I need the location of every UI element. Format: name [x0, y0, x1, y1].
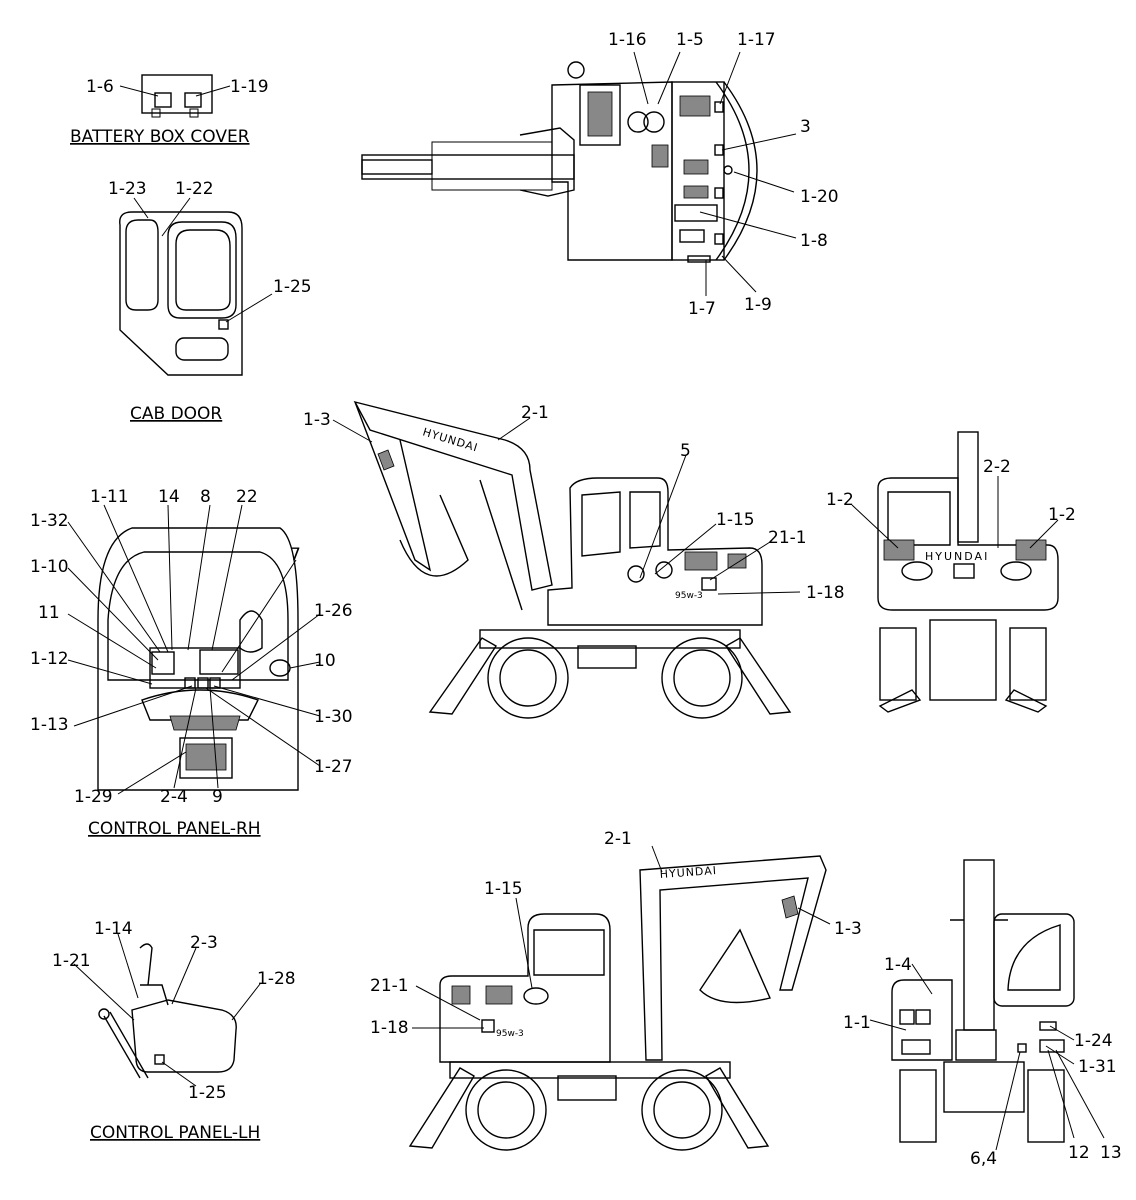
callout: 7	[290, 545, 301, 565]
callout: 2-4	[160, 787, 188, 807]
front-view: 1-4 1-1 1-24 1-31 6,4 12 13	[843, 859, 1122, 1169]
battery-box-cover-view: 1-6 1-19 BATTERY BOX COVER	[70, 74, 269, 147]
cab-door-view: 1-23 1-22 1-25 CAB DOOR	[108, 179, 312, 424]
side-view-left: HYUNDAI 95w-3 2-1 1-15 1-3 21-1 1-18	[370, 829, 862, 1151]
callout: 21-1	[768, 528, 807, 548]
callout: 8	[200, 487, 211, 507]
rear-view: HYUNDAI 1-2 2-2 1-2	[826, 431, 1076, 713]
callout: 1-17	[737, 30, 776, 50]
callout: 14	[158, 487, 180, 507]
callout: 1-19	[230, 77, 269, 97]
callout: 1-18	[370, 1018, 409, 1038]
callout: 1-3	[834, 919, 862, 939]
model-badge: 95w-3	[675, 591, 703, 601]
callout: 1-28	[257, 969, 296, 989]
control-panel-rh-view: 1-32 1-11 14 8 22 1-10 7 11 1-26 1-12 10…	[30, 487, 353, 839]
callout: 1-12	[30, 649, 69, 669]
callout: 1-14	[94, 919, 133, 939]
callout: 6,4	[970, 1149, 997, 1169]
callout: 1-20	[800, 187, 839, 207]
battery-decal-1-19	[184, 92, 202, 108]
model-badge-left: 95w-3	[496, 1029, 524, 1039]
side-view-right: HYUNDAI 95w-3 1-3 2-1 5 1-15 21-1 1-18	[303, 400, 845, 719]
callout: 10	[314, 651, 336, 671]
callout: 2-2	[983, 457, 1011, 477]
callout: 1-7	[688, 299, 716, 319]
callout: 1-29	[74, 787, 113, 807]
callout: 1-13	[30, 715, 69, 735]
callout: 1-9	[744, 295, 772, 315]
callout: 12	[1068, 1143, 1090, 1163]
callout: 1-30	[314, 707, 353, 727]
callout: 1-25	[273, 277, 312, 297]
callout: 2-1	[521, 403, 549, 423]
callout: 1-2	[1048, 505, 1076, 525]
callout: 1-26	[314, 601, 353, 621]
callout: 1-22	[175, 179, 214, 199]
top-view: 1-16 1-5 1-17 3 1-20 1-8 1-7 1-9	[361, 30, 839, 319]
rear-brand: HYUNDAI	[925, 550, 989, 563]
callout: 1-24	[1074, 1031, 1113, 1051]
callout: 1-25	[188, 1083, 227, 1103]
callout: 1-2	[826, 490, 854, 510]
callout: 13	[1100, 1143, 1122, 1163]
boom-brand-left: HYUNDAI	[659, 864, 717, 881]
callout: 1-16	[608, 30, 647, 50]
callout: 9	[212, 787, 223, 807]
control-panel-lh-view: 1-14 2-3 1-21 1-28 1-25 CONTROL PANEL-LH	[52, 919, 296, 1143]
caption-battery-box-cover: BATTERY BOX COVER	[70, 127, 250, 147]
battery-decal-1-6	[154, 92, 172, 108]
caption-control-panel-rh: CONTROL PANEL-RH	[88, 819, 261, 839]
callout: 11	[38, 603, 60, 623]
callout: 2-1	[604, 829, 632, 849]
callout: 1-6	[86, 77, 114, 97]
callout: 1-11	[90, 487, 129, 507]
callout: 1-27	[314, 757, 353, 777]
caption-control-panel-lh: CONTROL PANEL-LH	[90, 1123, 260, 1143]
callout: 1-18	[806, 583, 845, 603]
callout: 21-1	[370, 976, 409, 996]
callout: 1-1	[843, 1013, 871, 1033]
callout: 1-23	[108, 179, 147, 199]
callout: 1-32	[30, 511, 69, 531]
caption-cab-door: CAB DOOR	[130, 404, 222, 424]
cab-door-outline	[119, 211, 243, 376]
callout: 1-3	[303, 410, 331, 430]
battery-cover-outline	[141, 74, 213, 114]
callout: 1-4	[884, 955, 912, 975]
boom-brand: HYUNDAI	[421, 425, 480, 454]
callout: 1-15	[716, 510, 755, 530]
callout: 1-8	[800, 231, 828, 251]
callout: 22	[236, 487, 258, 507]
callout: 1-31	[1078, 1057, 1117, 1077]
cab-decal-1-25	[218, 319, 229, 330]
callout: 5	[680, 441, 691, 461]
callout: 1-5	[676, 30, 704, 50]
callout: 1-10	[30, 557, 69, 577]
callout: 3	[800, 117, 811, 137]
callout: 2-3	[190, 933, 218, 953]
callout: 1-21	[52, 951, 91, 971]
callout: 1-15	[484, 879, 523, 899]
